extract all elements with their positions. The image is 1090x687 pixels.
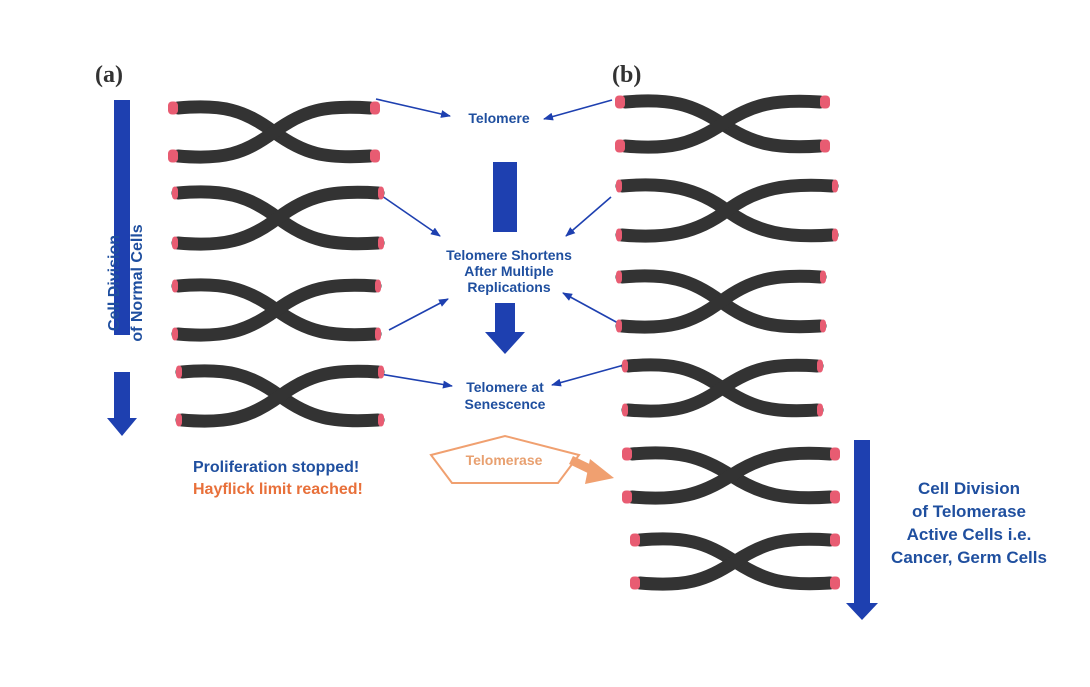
telomere-cap <box>630 533 640 547</box>
active-cells-line2: of Telomerase <box>911 502 1027 521</box>
telomere-cap <box>817 359 823 373</box>
telomere-senescence-line1: Telomere at <box>466 379 544 395</box>
telomere-cap <box>168 149 178 163</box>
telomere-shortens-line2: After Multiple <box>464 263 554 279</box>
telomere-label: Telomere <box>468 110 530 126</box>
pointer-arrow-a-shortens-top <box>381 195 441 237</box>
telomere-cap <box>172 279 178 293</box>
telomere-cap <box>630 576 640 590</box>
chromatid <box>615 269 827 334</box>
pointer-arrow-a-senescence <box>379 373 453 389</box>
telomere-cap <box>378 413 384 427</box>
pointer-arrow-a-shortens-bottom <box>388 298 449 331</box>
active-cells-line3: Active Cells i.e. <box>906 525 1032 544</box>
telomere-cap <box>168 101 178 115</box>
telomere-shortens-label: Telomere Shortens After Multiple Replica… <box>446 247 572 295</box>
telomere-cap <box>830 490 840 504</box>
telomere-cap <box>830 447 840 461</box>
chromatid <box>175 364 385 428</box>
chromosomes <box>168 94 840 591</box>
pointer-arrow-b-shortens-bottom <box>562 292 619 324</box>
chromosome <box>630 532 840 591</box>
normal-cells-division-label: Cell Division of Normal Cells <box>103 224 149 341</box>
telomere-cap <box>622 490 632 504</box>
telomere-senescence-label: Telomere at Senescence <box>465 379 546 413</box>
active-cells-division-arrow <box>846 440 878 620</box>
chromatid <box>625 446 837 505</box>
telomere-cap <box>172 327 178 341</box>
center-progression-arrow <box>485 162 525 354</box>
telomerase-action-arrow <box>569 455 614 484</box>
active-cells-line4: Cancer, Germ Cells <box>891 548 1047 567</box>
telomere-cap <box>616 179 622 193</box>
telomere-cap <box>375 327 381 341</box>
telomere-senescence-line2: Senescence <box>464 396 546 412</box>
telomere-cap <box>820 95 830 109</box>
proliferation-stopped-text: Proliferation stopped! <box>193 459 360 476</box>
chromosome <box>615 178 839 243</box>
telomere-cap <box>616 228 622 242</box>
telomere-cap <box>832 179 838 193</box>
chromosome <box>171 185 385 251</box>
pointer-arrow-a-telomere <box>375 98 451 118</box>
chromatid <box>171 185 385 251</box>
telomere-cap <box>375 279 381 293</box>
normal-cells-line2: of Normal Cells <box>129 224 146 342</box>
telomere-shortens-line1: Telomere Shortens <box>446 247 572 263</box>
telomere-cap <box>616 319 622 333</box>
chromatid <box>171 100 377 164</box>
chromosome <box>615 94 830 154</box>
chromosome <box>168 100 380 164</box>
telomere-cap <box>832 228 838 242</box>
telomere-shortens-line3: Replications <box>467 279 551 295</box>
telomere-cap <box>176 365 182 379</box>
chromatid <box>615 178 839 243</box>
telomere-cap <box>370 101 380 115</box>
chromatid <box>171 278 382 342</box>
telomere-cap <box>615 95 625 109</box>
chromosome <box>622 446 840 505</box>
pointer-arrow-b-senescence <box>551 364 625 387</box>
pointer-arrow-b-telomere <box>543 99 613 121</box>
telomere-cap <box>176 413 182 427</box>
hayflick-limit-text: Hayflick limit reached! <box>193 481 363 498</box>
chromatid <box>633 532 837 591</box>
telomere-cap <box>817 403 823 417</box>
normal-cells-line1: Cell Division <box>106 234 123 332</box>
active-cells-line1: Cell Division <box>917 479 1021 498</box>
telomerase-pentagon <box>429 434 581 484</box>
telomere-cap <box>378 236 384 250</box>
telomere-cap <box>172 236 178 250</box>
active-cells-division-label: Cell Division of Telomerase Active Cells… <box>891 477 1047 569</box>
chromatid <box>618 94 827 154</box>
panel-b-label: (b) <box>612 62 642 88</box>
hayflick-note: Proliferation stopped! Hayflick limit re… <box>193 457 363 501</box>
telomere-cap <box>820 319 826 333</box>
telomere-cap <box>622 447 632 461</box>
telomere-cap <box>830 533 840 547</box>
telomere-cap <box>378 365 384 379</box>
pointer-arrows <box>375 98 625 389</box>
telomerase-label: Telomerase <box>465 452 543 468</box>
normal-cells-division-arrow <box>107 100 137 436</box>
pointer-arrow-b-shortens-top <box>565 196 612 237</box>
telomere-cap <box>622 403 628 417</box>
telomere-cap <box>378 186 384 200</box>
telomere-cap <box>616 270 622 284</box>
chromosome <box>615 269 827 334</box>
chromosome <box>621 358 824 418</box>
telomere-cap <box>820 270 826 284</box>
telomere-cap <box>622 359 628 373</box>
telomere-cap <box>820 139 830 153</box>
telomere-cap <box>172 186 178 200</box>
chromosome <box>171 278 382 342</box>
chromatid <box>621 358 824 418</box>
telomere-cap <box>615 139 625 153</box>
panel-a-label: (a) <box>95 62 123 88</box>
chromosome <box>175 364 385 428</box>
telomere-cap <box>370 149 380 163</box>
telomere-cap <box>830 576 840 590</box>
